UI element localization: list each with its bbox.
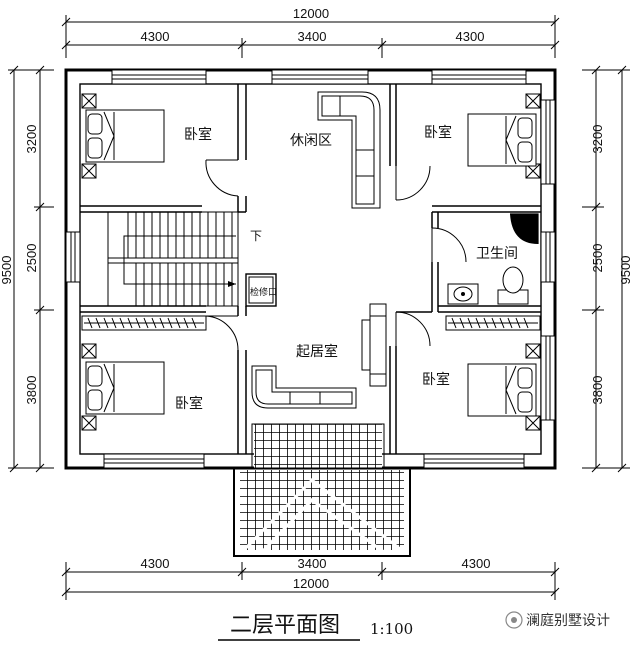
title-block: 二层平面图 1:100	[218, 613, 413, 641]
dimension-bottom: 4300 3400 4300 12000	[61, 556, 560, 600]
toilet	[497, 266, 529, 305]
dim-left-seg-1: 3200	[24, 125, 39, 154]
label-leisure-area: 休闲区	[290, 133, 332, 149]
dim-right-total: 9500	[618, 256, 633, 285]
label-bedroom-bottom-right: 卧室	[422, 371, 450, 388]
balcony-tiled	[233, 423, 411, 557]
bed-bottom-right	[467, 343, 541, 431]
sofa-leisure-area	[317, 91, 381, 209]
bed-bottom-left	[81, 343, 165, 431]
tv-cabinet	[361, 303, 387, 387]
dim-right-seg-1: 3200	[590, 125, 605, 154]
drawing-scale: 1:100	[370, 620, 413, 638]
bed-top-right	[467, 93, 541, 179]
dim-top-seg-3: 4300	[456, 29, 485, 44]
dim-right-seg-3: 3800	[590, 376, 605, 405]
dim-left-total: 9500	[0, 256, 14, 285]
label-bedroom-bottom-left: 卧室	[175, 395, 203, 412]
dim-bottom-total: 12000	[293, 576, 329, 591]
bed-top-left	[81, 93, 165, 179]
dim-bottom-seg-1: 4300	[141, 556, 170, 571]
label-bedroom-top-left: 卧室	[184, 126, 212, 143]
maintenance-opening	[245, 273, 277, 307]
watermark-text: 澜庭别墅设计	[526, 612, 610, 629]
dim-top-seg-1: 4300	[141, 29, 170, 44]
label-stair-down: 下	[250, 229, 262, 243]
dimension-top: 12000 4300 3400 4300	[61, 6, 560, 58]
dim-top-seg-2: 3400	[298, 29, 327, 44]
shower-tray	[510, 213, 539, 244]
dim-bottom-seg-3: 4300	[462, 556, 491, 571]
wardrobe-bottom-right	[445, 315, 541, 331]
watermark: 澜庭别墅设计	[505, 611, 610, 629]
label-bedroom-top-right: 卧室	[424, 124, 452, 141]
drawing-title: 二层平面图	[230, 613, 340, 638]
doors	[205, 159, 467, 351]
label-living-room: 起居室	[296, 343, 338, 360]
label-maintenance-opening: 检修口	[250, 286, 277, 298]
label-bathroom: 卫生间	[476, 246, 518, 262]
dimension-right: 3200 2500 3800 9500	[582, 65, 633, 473]
sofa-living-room	[251, 365, 357, 409]
staircase	[107, 211, 239, 307]
dim-bottom-seg-2: 3400	[298, 556, 327, 571]
wardrobe-bottom-left	[81, 315, 207, 331]
dim-left-seg-3: 3800	[24, 376, 39, 405]
dimension-left: 9500 3200 2500 3800	[0, 65, 54, 473]
dim-right-seg-2: 2500	[590, 244, 605, 273]
dim-left-seg-2: 2500	[24, 244, 39, 273]
dim-top-total: 12000	[293, 6, 329, 21]
washbasin	[447, 283, 479, 305]
windows	[65, 69, 556, 469]
